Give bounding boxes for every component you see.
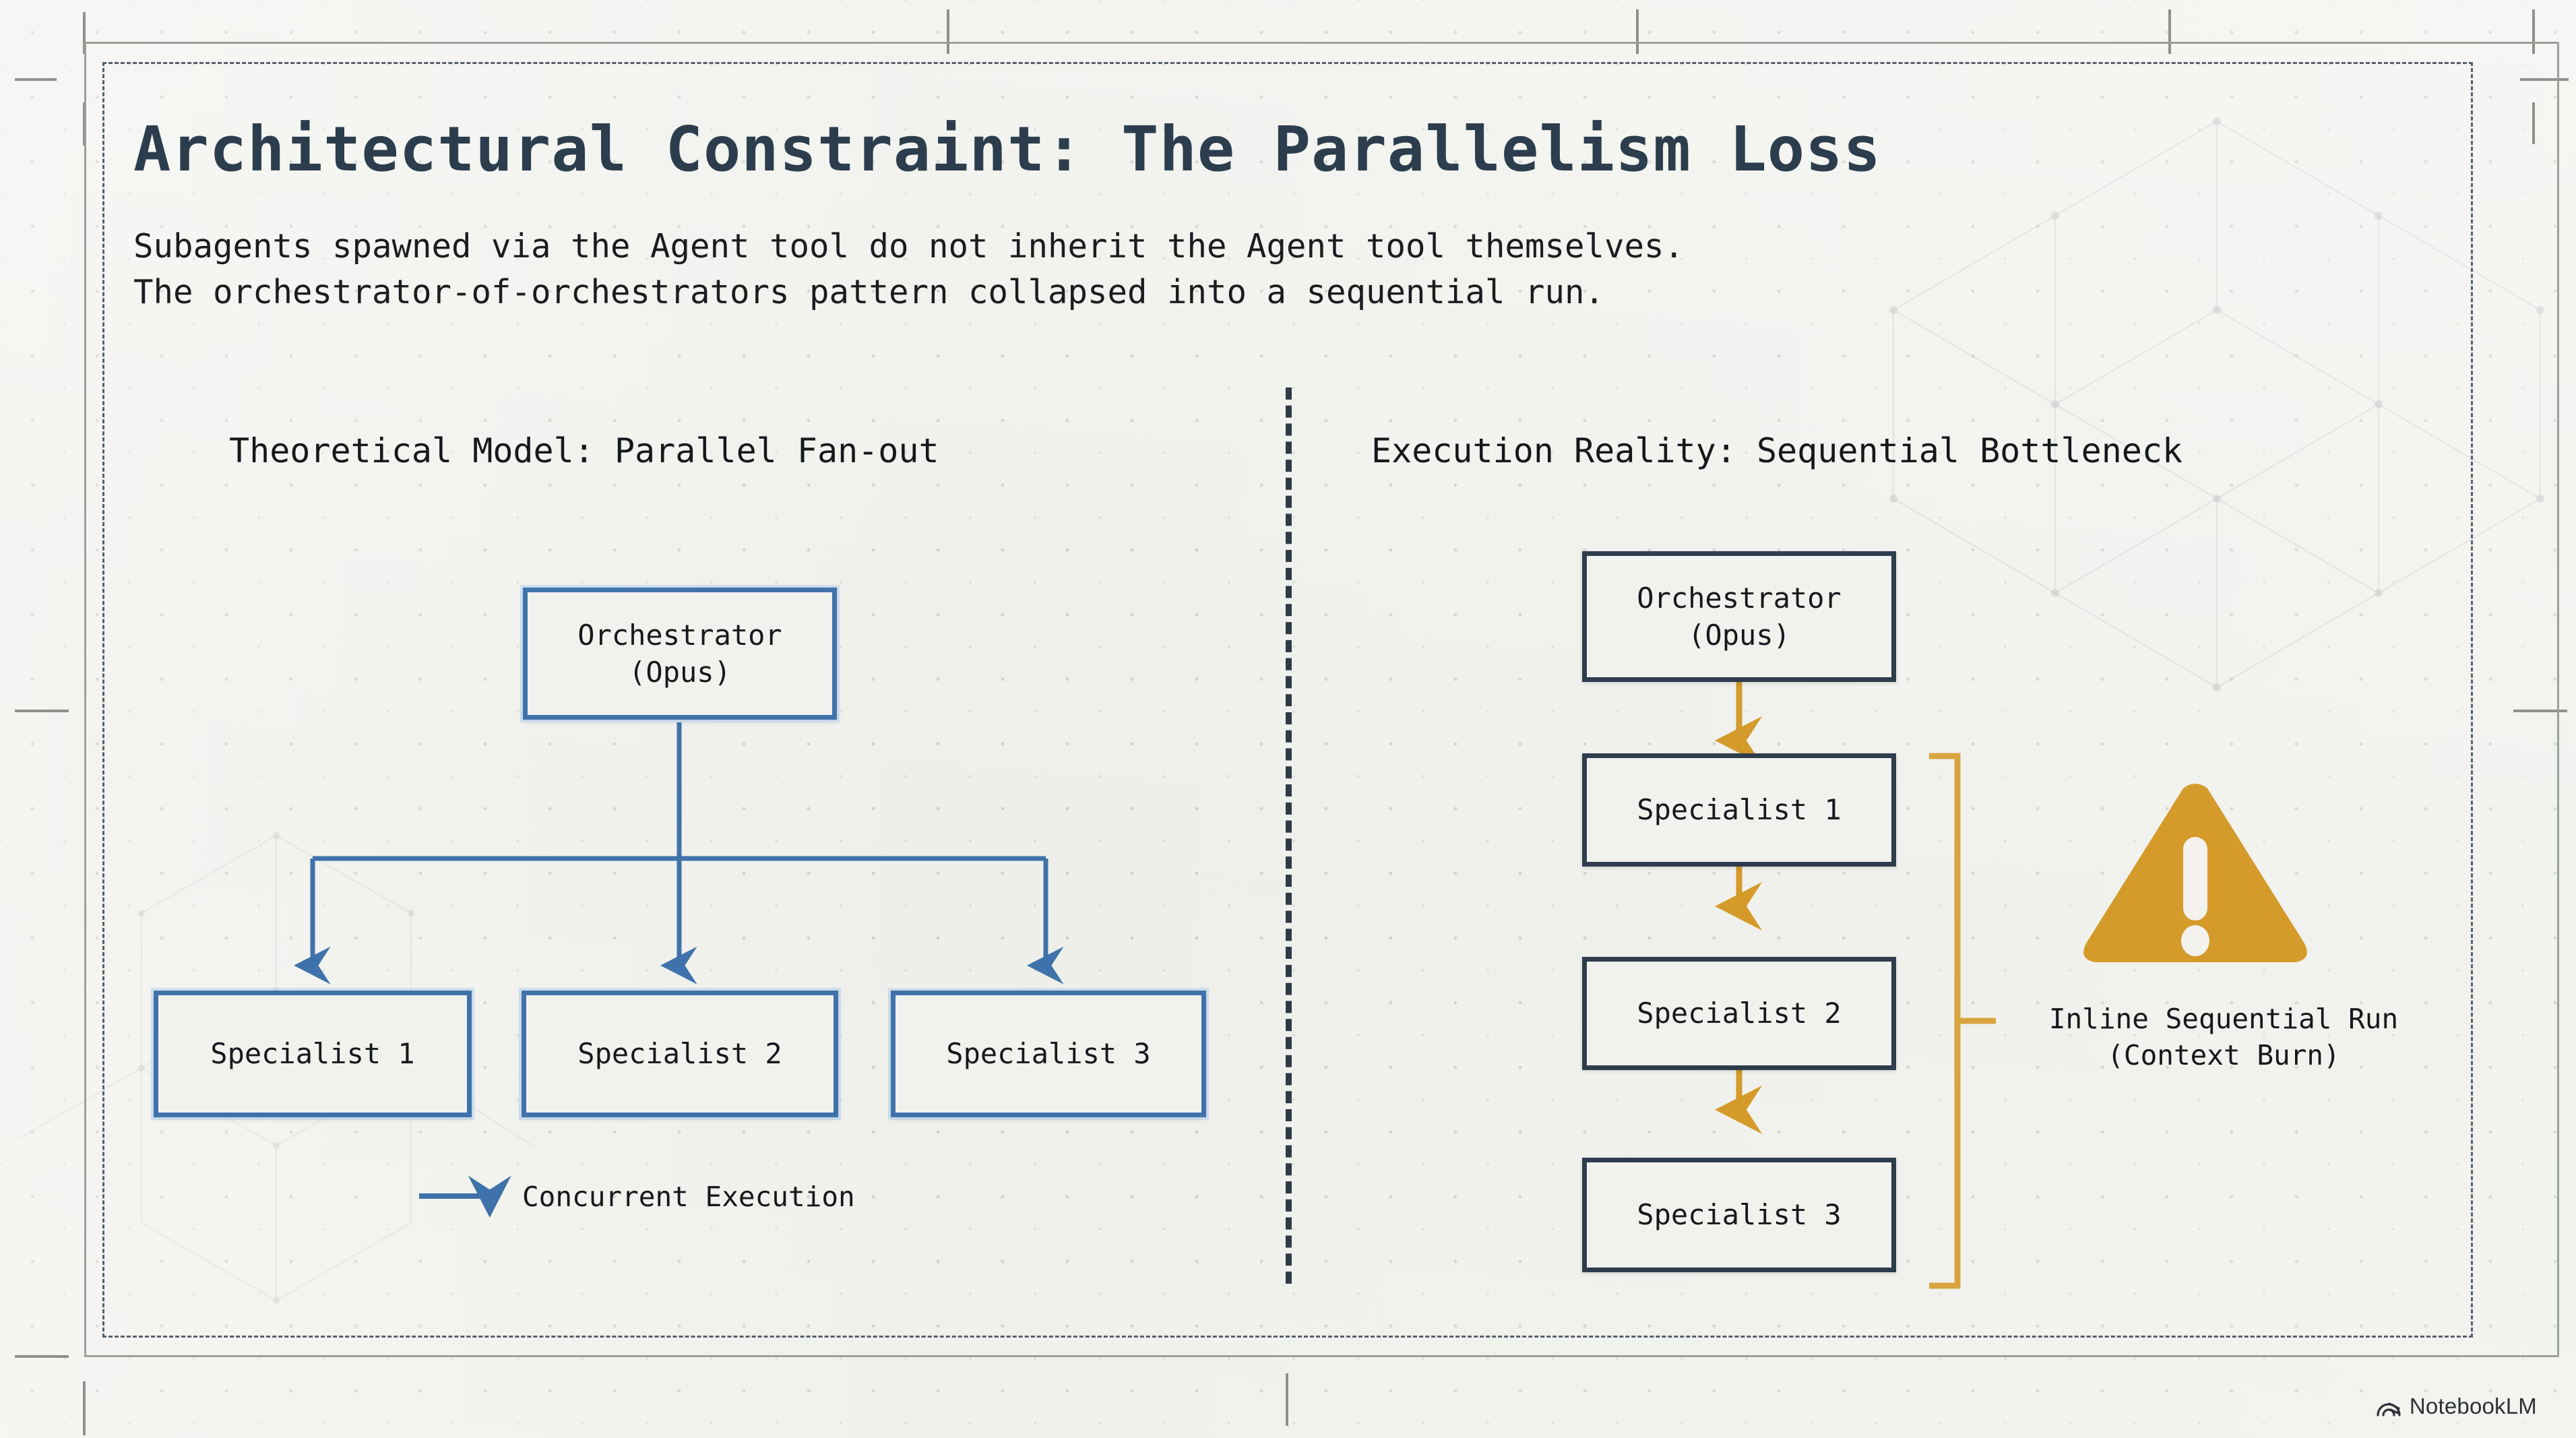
left-specialist-2-node[interactable]: Specialist 2 (522, 991, 838, 1117)
left-orchestrator-label: Orchestrator (Opus) (577, 618, 782, 689)
right-panel-heading: Execution Reality: Sequential Bottleneck (1371, 431, 2183, 470)
right-specialist-2-label: Specialist 2 (1637, 997, 1842, 1030)
crop-mark-right-top-vertical (2532, 9, 2535, 54)
left-specialist-1-label: Specialist 1 (210, 1037, 415, 1071)
crop-mark-top-left-horizontal (15, 78, 57, 81)
crop-mark-top-left-vertical (83, 12, 86, 54)
watermark-label: NotebookLM (2409, 1394, 2537, 1418)
left-specialist-3-node[interactable]: Specialist 3 (891, 991, 1206, 1117)
warning-triangle-icon (2083, 784, 2307, 962)
crop-mark-bottom-center-vertical (1286, 1373, 1288, 1426)
crop-mark-top-center-vertical (947, 9, 949, 54)
right-specialist-1-node[interactable]: Specialist 1 (1582, 753, 1896, 867)
left-orchestrator-node[interactable]: Orchestrator (Opus) (523, 588, 837, 720)
right-specialist-3-node[interactable]: Specialist 3 (1582, 1158, 1896, 1272)
crop-mark-left-middle (15, 710, 69, 712)
crop-mark-top-right-vertical (1636, 9, 1639, 54)
crop-mark-bottom-left-vertical (83, 1381, 86, 1435)
right-specialist-1-label: Specialist 1 (1637, 793, 1842, 827)
crop-mark-right-vertical-2 (2532, 102, 2535, 144)
left-specialist-1-node[interactable]: Specialist 1 (154, 991, 472, 1117)
crop-mark-right-horizontal (2520, 78, 2569, 81)
watermark: NotebookLM (2376, 1394, 2537, 1419)
right-specialist-2-node[interactable]: Specialist 2 (1582, 957, 1896, 1070)
bracket-caption-label: Inline Sequential Run (Context Burn) (2048, 1003, 2399, 1072)
right-specialist-3-label: Specialist 3 (1637, 1198, 1842, 1232)
right-orchestrator-node[interactable]: Orchestrator (Opus) (1582, 551, 1896, 682)
crop-mark-bottom-left-horizontal (15, 1355, 69, 1358)
right-orchestrator-label: Orchestrator (Opus) (1637, 581, 1842, 652)
crop-mark-top-far-right-vertical (2168, 9, 2171, 54)
legend-concurrent-execution-label: Concurrent Execution (522, 1181, 855, 1213)
panel-divider (1286, 387, 1292, 1284)
page-title: Architectural Constraint: The Parallelis… (133, 113, 1881, 185)
left-specialist-3-label: Specialist 3 (946, 1037, 1151, 1071)
crop-mark-top-left-vertical-2 (83, 102, 86, 146)
left-panel-heading: Theoretical Model: Parallel Fan-out (229, 431, 939, 470)
left-specialist-2-label: Specialist 2 (577, 1037, 782, 1071)
page-subtitle: Subagents spawned via the Agent tool do … (133, 227, 1685, 311)
crop-mark-right-middle (2513, 710, 2567, 712)
notebooklm-logo-icon (2377, 1402, 2401, 1416)
